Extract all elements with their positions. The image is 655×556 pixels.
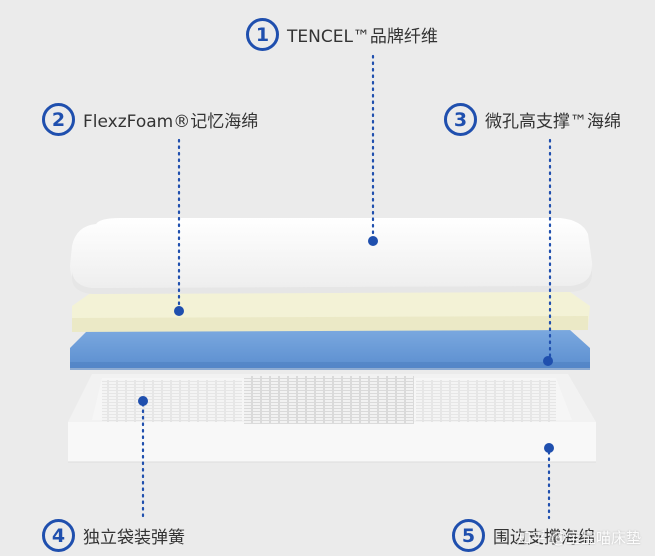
pocket-spring-base bbox=[68, 374, 596, 463]
number-badge-3: 3 bbox=[444, 103, 477, 136]
leader-dot-5 bbox=[544, 443, 554, 453]
number-badge-4: 4 bbox=[42, 519, 75, 552]
label-text-2: FlexzFoam®记忆海绵 bbox=[83, 112, 259, 132]
label-edge-support-foam: 5 围边支撑海绵 bbox=[452, 519, 595, 552]
label-text-3: 微孔高支撑™海绵 bbox=[485, 112, 621, 132]
label-support-foam: 3 微孔高支撑™海绵 bbox=[444, 103, 621, 136]
spring-coils-center bbox=[244, 376, 414, 424]
leader-dot-3 bbox=[543, 356, 553, 366]
number-badge-1: 1 bbox=[246, 18, 279, 51]
label-memory-foam: 2 FlexzFoam®记忆海绵 bbox=[42, 103, 258, 136]
label-pocket-springs: 4 独立袋装弹簧 bbox=[42, 519, 185, 552]
watermark: 知乎 @宝宝喵床垫 bbox=[516, 529, 641, 547]
support-foam-layer bbox=[70, 330, 590, 370]
tencel-fiber-layer bbox=[70, 218, 593, 294]
label-text-4: 独立袋装弹簧 bbox=[83, 528, 185, 548]
spring-coils-right bbox=[416, 380, 556, 422]
label-text-1: TENCEL™品牌纤维 bbox=[287, 27, 438, 47]
leader-dot-4 bbox=[138, 396, 148, 406]
number-badge-5: 5 bbox=[452, 519, 485, 552]
label-tencel-fiber: 1 TENCEL™品牌纤维 bbox=[246, 18, 438, 51]
leader-lines bbox=[141, 54, 552, 520]
spring-coils-left bbox=[102, 380, 242, 422]
label-text-5: 围边支撑海绵 bbox=[493, 528, 595, 548]
leader-dot-1 bbox=[368, 236, 378, 246]
memory-foam-layer bbox=[72, 292, 590, 332]
leader-dots bbox=[138, 236, 554, 453]
leader-dot-2 bbox=[174, 306, 184, 316]
number-badge-2: 2 bbox=[42, 103, 75, 136]
